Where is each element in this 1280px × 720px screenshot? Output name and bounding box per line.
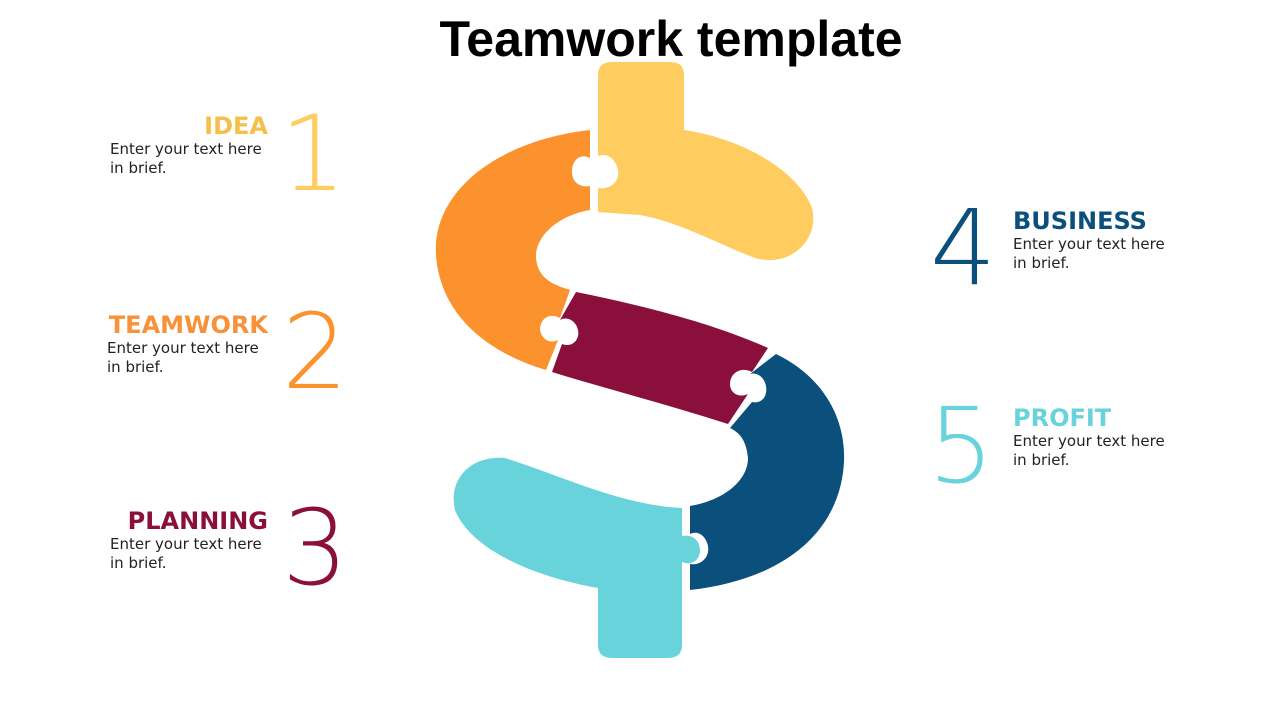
step-description-line: in brief. (110, 159, 167, 177)
step-description-line: Enter your text here (1013, 432, 1165, 450)
step-heading: TEAMWORK (108, 311, 268, 339)
step-description-line: in brief. (107, 358, 164, 376)
step-description-line: Enter your text here (107, 339, 259, 357)
puzzle-piece-idea (598, 62, 814, 261)
puzzle-piece-teamwork (435, 130, 590, 370)
step-description-line: Enter your text here (110, 140, 262, 158)
step-number: 5 (928, 385, 995, 507)
step-item-teamwork: TEAMWORK Enter your text here in brief. (107, 311, 268, 377)
step-item-planning: PLANNING Enter your text here in brief. (110, 507, 268, 573)
step-item-business: BUSINESS Enter your text here in brief. (1013, 207, 1213, 273)
step-heading: PLANNING (127, 507, 268, 535)
step-number: 2 (282, 291, 349, 413)
page-title: Teamwork template (439, 11, 903, 67)
step-description-line: in brief. (1013, 254, 1070, 272)
step-heading: PROFIT (1013, 404, 1112, 432)
step-number: 4 (930, 187, 997, 309)
step-description-line: in brief. (110, 554, 167, 572)
step-description-line: Enter your text here (110, 535, 262, 553)
step-number: 1 (280, 93, 347, 215)
step-description-line: in brief. (1013, 451, 1070, 469)
puzzle-piece-planning (552, 292, 768, 424)
step-number: 3 (282, 487, 349, 609)
step-description-line: Enter your text here (1013, 235, 1165, 253)
step-heading: IDEA (204, 112, 268, 140)
step-item-idea: IDEA Enter your text here in brief. (110, 112, 268, 178)
puzzle-piece-business (690, 354, 845, 590)
step-item-profit: PROFIT Enter your text here in brief. (1013, 404, 1213, 470)
step-heading: BUSINESS (1013, 207, 1147, 235)
puzzle-piece-profit (453, 457, 700, 658)
